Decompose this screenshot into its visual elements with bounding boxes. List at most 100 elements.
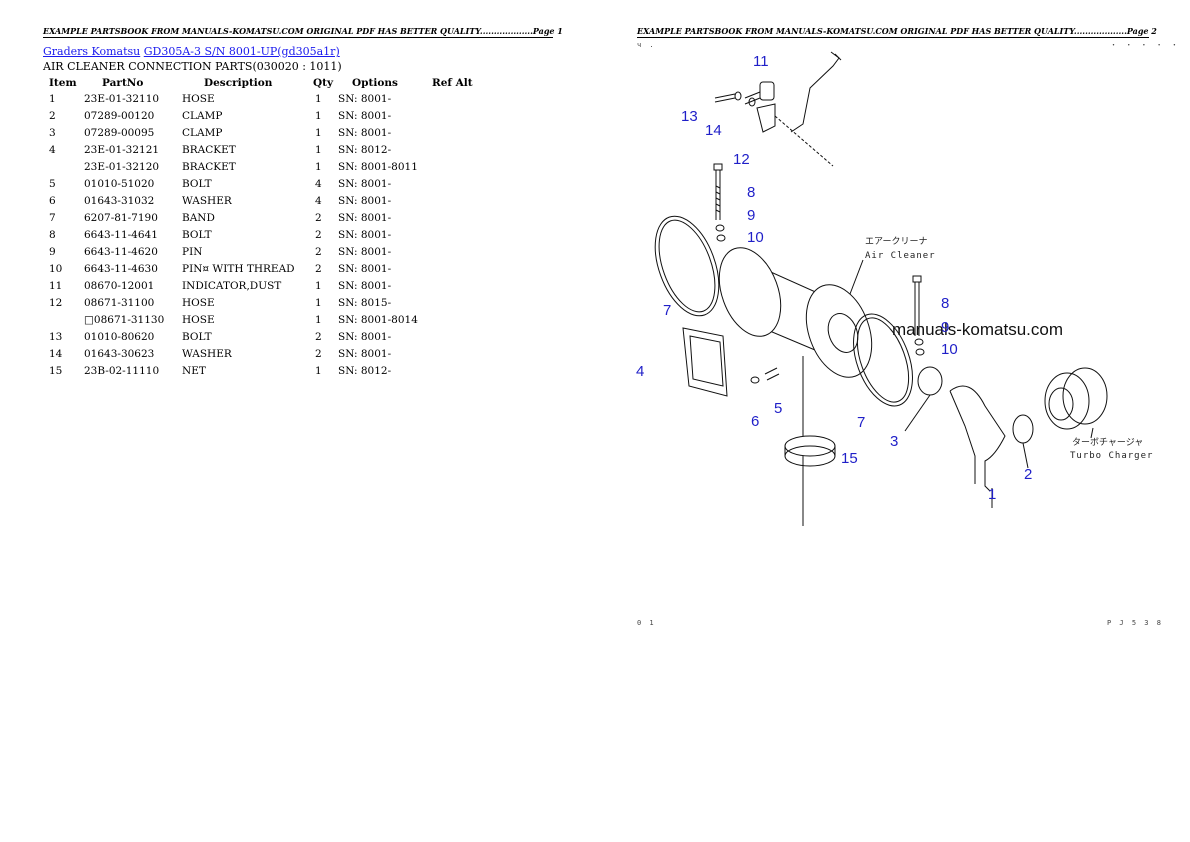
clamp-2-part — [1012, 414, 1034, 444]
turbocharger-part — [1044, 372, 1090, 430]
band-7-right-part — [853, 313, 913, 407]
row-description-cell: CLAMP — [182, 127, 223, 139]
turbocharger-inlet-part — [1048, 387, 1074, 421]
row-partno-cell: 6643-11-4641 — [84, 229, 158, 241]
row-description-cell: BOLT — [182, 178, 212, 190]
row-qty-cell: 2 — [315, 212, 322, 224]
row-item-cell: 6 — [49, 195, 56, 207]
net-15-side-part — [784, 446, 836, 456]
table-row: 7 6207-81-7190 BAND 2 SN: 8001- — [43, 212, 492, 229]
band-7-left-part — [654, 215, 720, 317]
row-options-cell: SN: 8015- — [338, 297, 392, 309]
row-description-cell: INDICATOR,DUST — [182, 280, 282, 292]
pin-9-part — [715, 224, 725, 232]
row-partno-cell: 08670-12001 — [84, 280, 155, 292]
row-options-cell: SN: 8001- — [338, 246, 392, 258]
clamp-3-leader — [904, 394, 931, 432]
row-qty-cell: 1 — [315, 314, 322, 326]
bolt-8b-head-part — [912, 275, 922, 283]
row-description-cell: HOSE — [182, 314, 215, 326]
row-qty-cell: 1 — [315, 297, 322, 309]
row-partno-cell: 23E-01-32110 — [84, 93, 160, 105]
bolt-8-head-part — [713, 163, 723, 171]
row-description-cell: NET — [182, 365, 206, 377]
callout-11: 11 — [753, 53, 769, 70]
row-description-cell: HOSE — [182, 93, 215, 105]
row-partno-cell: 07289-00120 — [84, 110, 155, 122]
air-cleaner-jp-label: エアークリーナ — [865, 236, 927, 247]
row-partno-cell: 6207-81-7190 — [84, 212, 158, 224]
row-partno-cell: 6643-11-4630 — [84, 263, 158, 275]
row-ref-alt-cell — [432, 314, 492, 331]
row-item-cell: 8 — [49, 229, 56, 241]
row-ref-alt-cell — [432, 110, 492, 127]
row-partno-cell: 01010-80620 — [84, 331, 155, 343]
row-qty-cell: 1 — [315, 144, 322, 156]
row-ref-alt-cell — [432, 348, 492, 365]
col-description: Description — [204, 77, 273, 89]
row-ref-alt-cell — [432, 229, 492, 246]
row-item-cell: 15 — [49, 365, 63, 377]
row-item-cell: 14 — [49, 348, 63, 360]
row-options-cell: SN: 8001-8011 — [338, 161, 418, 173]
row-item-cell: 13 — [49, 331, 63, 343]
clamp-3-part — [917, 366, 943, 396]
row-options-cell: SN: 8001- — [338, 110, 392, 122]
row-description-cell: BOLT — [182, 229, 212, 241]
clamp-2-leader — [1022, 442, 1029, 469]
row-description-cell: BOLT — [182, 331, 212, 343]
indicator-bracket-part — [756, 103, 776, 133]
bracket-4-inner-part — [689, 335, 724, 387]
row-partno-cell: 01643-30623 — [84, 348, 155, 360]
row-item-cell: 4 — [49, 144, 56, 156]
row-qty-cell: 2 — [315, 229, 322, 241]
row-ref-alt-cell — [432, 212, 492, 229]
hose-1-part — [949, 385, 1006, 492]
washer-14-part — [734, 91, 742, 101]
row-ref-alt-cell — [432, 263, 492, 280]
callout-13: 13 — [681, 108, 698, 125]
row-options-cell: SN: 8001- — [338, 127, 392, 139]
row-description-cell: BAND — [182, 212, 215, 224]
row-options-cell: SN: 8001- — [338, 212, 392, 224]
row-qty-cell: 2 — [315, 263, 322, 275]
row-description-cell: PIN¤ WITH THREAD — [182, 263, 295, 275]
bolt-13-part — [714, 93, 736, 103]
row-options-cell: SN: 8012- — [338, 144, 392, 156]
row-ref-alt-cell — [432, 365, 492, 382]
exploded-parts-diagram: ч . ・ ・ ・ ・ ・ 0 1 P J 5 3 8 — [636, 41, 1178, 627]
leader-line — [774, 115, 834, 167]
row-ref-alt-cell — [432, 144, 492, 161]
row-item-cell: 7 — [49, 212, 56, 224]
row-description-cell: WASHER — [182, 348, 232, 360]
callout-10-upper: 10 — [747, 229, 764, 246]
breadcrumb-link-model[interactable]: GD305A-3 S/N 8001-UP(gd305a1r) — [143, 45, 340, 58]
breadcrumb-link-graders[interactable]: Graders Komatsu — [43, 45, 141, 58]
callout-8-lower: 8 — [941, 295, 949, 312]
row-partno-cell: □08671-31130 — [84, 314, 165, 326]
callout-9-lower: 9 — [941, 319, 949, 336]
corner-mark-top-left: ч . — [637, 41, 656, 49]
col-qty: Qty — [313, 77, 334, 89]
row-qty-cell: 1 — [315, 280, 322, 292]
callout-4: 4 — [636, 363, 644, 380]
callout-14: 14 — [705, 122, 722, 139]
callout-10-lower: 10 — [941, 341, 958, 358]
row-options-cell: SN: 8001- — [338, 280, 392, 292]
row-partno-cell: 23E-01-32120 — [84, 161, 160, 173]
row-item-cell: 5 — [49, 178, 56, 190]
callout-8-upper: 8 — [747, 184, 755, 201]
row-partno-cell: 01010-51020 — [84, 178, 155, 190]
row-qty-cell: 1 — [315, 161, 322, 173]
row-item-cell: 11 — [49, 280, 63, 292]
row-options-cell: SN: 8001- — [338, 93, 392, 105]
row-description-cell: CLAMP — [182, 110, 223, 122]
callout-2: 2 — [1024, 466, 1032, 483]
row-options-cell: SN: 8001-8014 — [338, 314, 418, 326]
